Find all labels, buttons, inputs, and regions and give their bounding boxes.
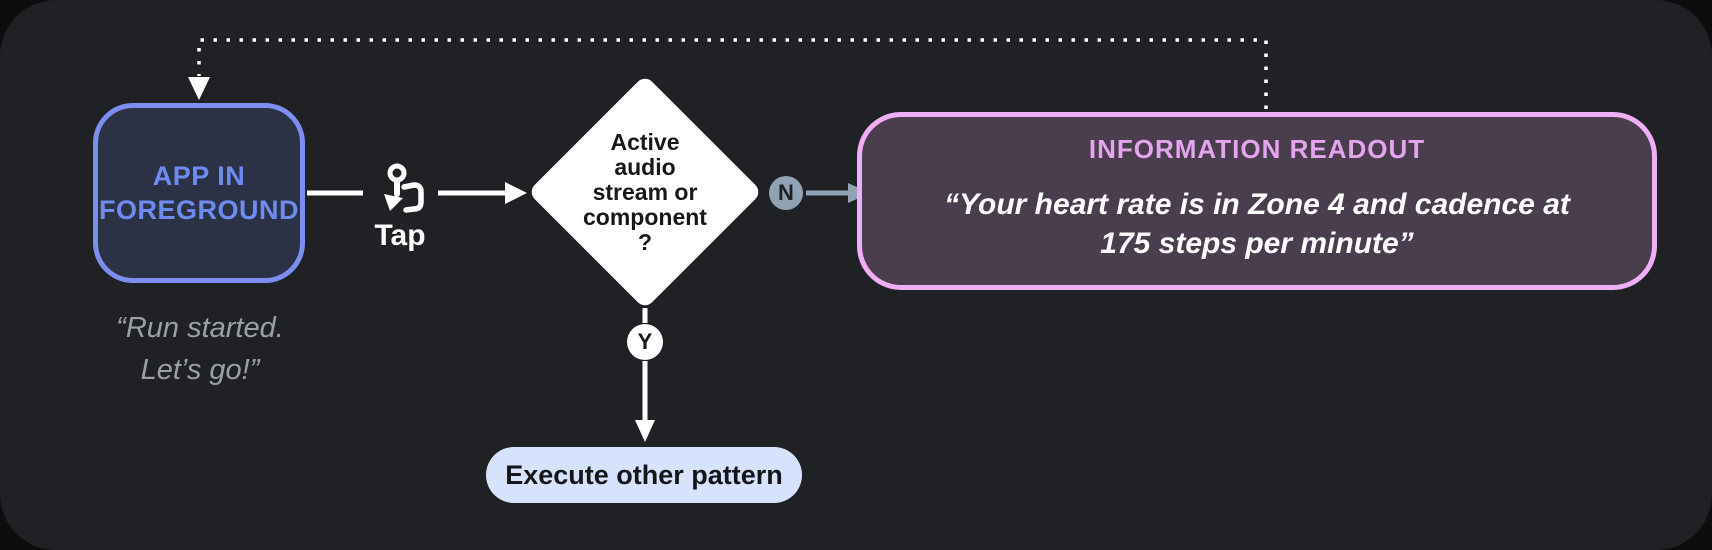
- app-foreground-node: APP IN FOREGROUND: [93, 103, 305, 283]
- information-readout-quote: “Your heart rate is in Zone 4 and cadenc…: [944, 188, 1570, 260]
- yes-branch-badge: Y: [627, 324, 663, 360]
- app-voice-caption: “Run started. Let’s go!”: [116, 312, 284, 386]
- no-branch-badge: N: [769, 176, 803, 210]
- app-foreground-label: APP IN FOREGROUND: [99, 161, 299, 225]
- execute-pattern-label: Execute other pattern: [505, 459, 783, 490]
- information-readout-title: INFORMATION READOUT: [1088, 134, 1426, 164]
- tap-gesture-icon: [373, 161, 427, 222]
- tap-label: Tap: [374, 219, 426, 252]
- decision-label: Active audio stream or component ?: [583, 129, 707, 255]
- information-readout-card: INFORMATION READOUT “Your heart rate is …: [857, 112, 1657, 290]
- execute-pattern-pill: Execute other pattern: [486, 447, 802, 503]
